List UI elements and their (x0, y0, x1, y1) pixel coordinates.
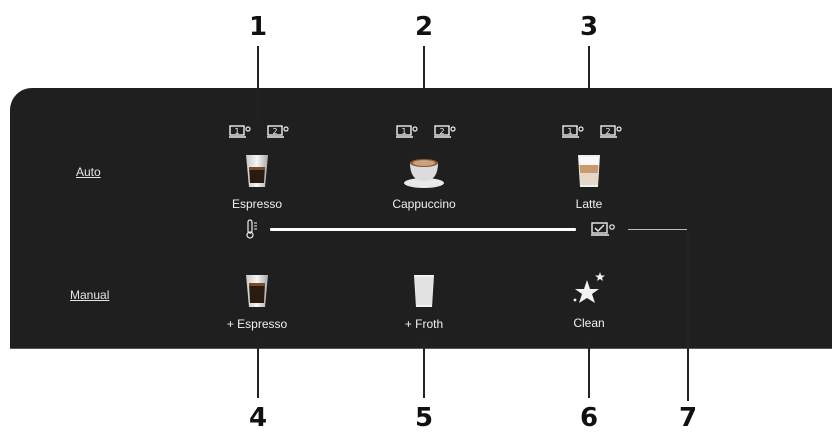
thermometer-icon (246, 219, 257, 239)
heating-progress-fill (270, 228, 576, 231)
manual-label-froth: + Froth (404, 317, 444, 331)
row-label-auto: Auto (76, 165, 101, 179)
manual-label-espresso: + Espresso (226, 317, 288, 331)
latte-glass-icon (578, 155, 600, 187)
callout-leader-7-horizontal (628, 229, 688, 230)
one-cup-button[interactable]: 1 (229, 125, 251, 138)
two-cup-button[interactable]: 2 (267, 125, 289, 138)
drink-label-cappuccino: Cappuccino (392, 197, 456, 211)
callout-number-3: 3 (579, 12, 599, 42)
espresso-glass-icon (246, 275, 268, 307)
two-cup-button[interactable]: 2 (434, 125, 456, 138)
callout-leader-3 (588, 46, 590, 122)
cup-ready-check-icon (591, 222, 615, 236)
svg-text:2: 2 (439, 127, 444, 136)
manual-button-clean[interactable]: Clean (534, 270, 644, 330)
cup-selector-group-cappuccino: 1 2 (396, 125, 456, 138)
drink-label-latte: Latte (575, 197, 603, 211)
cup-selector-group-latte: 1 2 (562, 125, 622, 138)
callout-number-1: 1 (248, 12, 268, 42)
callout-leader-2 (423, 46, 425, 122)
row-label-manual: Manual (70, 288, 110, 302)
callout-leader-7 (687, 229, 689, 401)
espresso-glass-icon (246, 155, 268, 187)
svg-text:1: 1 (234, 127, 239, 136)
svg-text:1: 1 (401, 127, 406, 136)
svg-text:1: 1 (567, 127, 572, 136)
callout-number-2: 2 (414, 12, 434, 42)
callout-number-6: 6 (579, 403, 599, 433)
drink-button-cappuccino[interactable]: Cappuccino (369, 153, 479, 211)
callout-number-7: 7 (678, 403, 698, 433)
svg-text:2: 2 (272, 127, 277, 136)
cup-selector-group-espresso: 1 2 (229, 125, 289, 138)
svg-text:2: 2 (605, 127, 610, 136)
drink-button-espresso[interactable]: Espresso (202, 153, 312, 211)
panel-base-line (10, 348, 832, 349)
manual-button-froth[interactable]: + Froth (369, 273, 479, 331)
callout-leader-1 (257, 46, 259, 122)
callout-leader-5 (423, 340, 425, 398)
two-cup-button[interactable]: 2 (600, 125, 622, 138)
one-cup-button[interactable]: 1 (562, 125, 584, 138)
callout-number-5: 5 (414, 403, 434, 433)
cappuccino-cup-icon (404, 159, 444, 188)
manual-label-clean: Clean (573, 316, 605, 330)
heating-progress-bar (270, 228, 576, 231)
drink-label-espresso: Espresso (231, 197, 283, 211)
callout-number-4: 4 (248, 403, 268, 433)
drink-button-latte[interactable]: Latte (534, 153, 644, 211)
milk-glass-icon (414, 275, 434, 307)
manual-button-espresso[interactable]: + Espresso (202, 273, 312, 331)
callout-leader-6 (588, 340, 590, 398)
sparkle-stars-icon (573, 272, 605, 303)
callout-leader-4 (257, 340, 259, 398)
one-cup-button[interactable]: 1 (396, 125, 418, 138)
callout-leader-1-inner (257, 88, 259, 124)
